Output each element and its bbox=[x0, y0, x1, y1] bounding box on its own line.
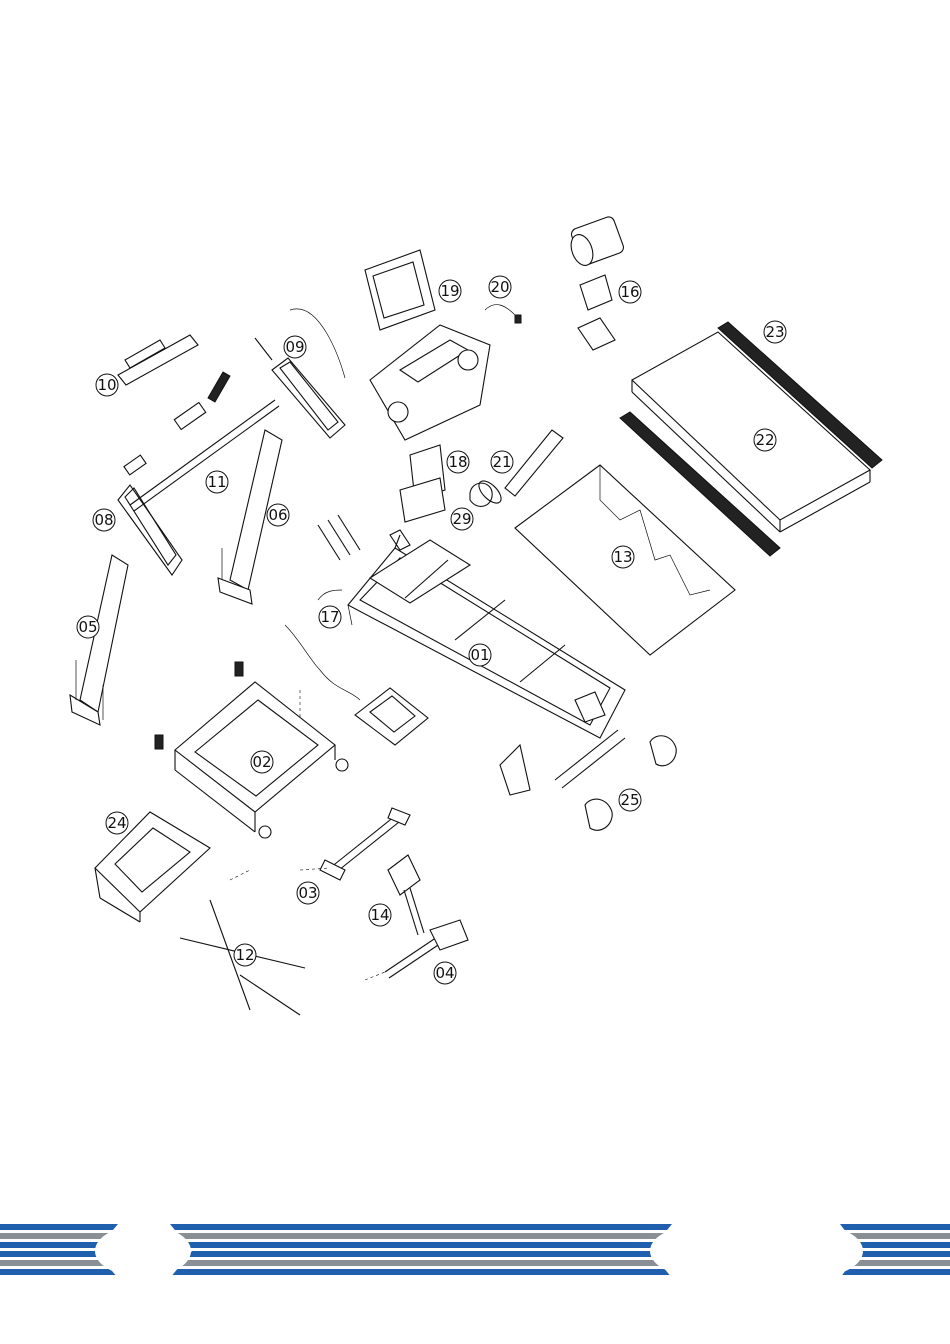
svg-text:08: 08 bbox=[94, 511, 113, 529]
base-frame-part bbox=[155, 662, 348, 838]
callout-08: 08 bbox=[93, 509, 115, 531]
end-caps-part bbox=[555, 730, 676, 830]
svg-text:11: 11 bbox=[207, 473, 226, 491]
callout-16: 16 bbox=[619, 281, 641, 303]
callout-06: 06 bbox=[267, 504, 289, 526]
callout-23: 23 bbox=[764, 321, 786, 343]
wiring-harness-part bbox=[285, 590, 360, 700]
svg-text:22: 22 bbox=[755, 431, 774, 449]
svg-text:01: 01 bbox=[470, 646, 489, 664]
callout-11: 11 bbox=[206, 471, 228, 493]
roller-part bbox=[470, 430, 563, 507]
svg-text:05: 05 bbox=[78, 618, 97, 636]
svg-text:29: 29 bbox=[452, 510, 471, 528]
svg-text:09: 09 bbox=[285, 338, 304, 356]
svg-text:20: 20 bbox=[490, 278, 509, 296]
callout-13: 13 bbox=[612, 546, 634, 568]
callout-17: 17 bbox=[319, 606, 341, 628]
svg-text:23: 23 bbox=[765, 323, 784, 341]
svg-text:18: 18 bbox=[448, 453, 467, 471]
svg-text:24: 24 bbox=[107, 814, 126, 832]
callout-10: 10 bbox=[96, 374, 118, 396]
callout-29: 29 bbox=[451, 508, 473, 530]
callout-12: 12 bbox=[234, 944, 256, 966]
callout-14: 14 bbox=[369, 904, 391, 926]
callout-01: 01 bbox=[469, 644, 491, 666]
svg-text:06: 06 bbox=[268, 506, 287, 524]
callout-04: 04 bbox=[434, 962, 456, 984]
svg-text:03: 03 bbox=[298, 884, 317, 902]
drive-motor-part bbox=[567, 215, 625, 350]
console-part bbox=[365, 250, 490, 440]
callout-25: 25 bbox=[619, 789, 641, 811]
callout-03: 03 bbox=[297, 882, 319, 904]
callout-22: 22 bbox=[754, 429, 776, 451]
callout-18: 18 bbox=[447, 451, 469, 473]
left-handrail-part bbox=[118, 485, 182, 575]
svg-text:04: 04 bbox=[435, 964, 454, 982]
callout-20: 20 bbox=[489, 276, 511, 298]
svg-text:16: 16 bbox=[620, 283, 639, 301]
svg-text:13: 13 bbox=[613, 548, 632, 566]
svg-text:12: 12 bbox=[235, 946, 254, 964]
svg-text:17: 17 bbox=[320, 608, 339, 626]
callout-09: 09 bbox=[284, 336, 306, 358]
lift-tubes-part bbox=[180, 870, 305, 1015]
svg-text:25: 25 bbox=[620, 791, 639, 809]
safety-key-part bbox=[485, 305, 521, 323]
lift-motor-part bbox=[388, 855, 424, 935]
right-handrail-part bbox=[255, 309, 345, 438]
control-bracket-part bbox=[118, 335, 230, 430]
svg-text:21: 21 bbox=[492, 453, 511, 471]
callout-24: 24 bbox=[106, 812, 128, 834]
svg-text:02: 02 bbox=[252, 753, 271, 771]
footer-stripes bbox=[0, 1224, 950, 1278]
callout-05: 05 bbox=[77, 616, 99, 638]
svg-text:14: 14 bbox=[370, 906, 389, 924]
callout-02: 02 bbox=[251, 751, 273, 773]
power-box-part bbox=[355, 688, 428, 745]
svg-text:10: 10 bbox=[97, 376, 116, 394]
callout-19: 19 bbox=[439, 280, 461, 302]
left-upright-part bbox=[70, 555, 128, 725]
svg-text:19: 19 bbox=[440, 282, 459, 300]
callout-21: 21 bbox=[491, 451, 513, 473]
